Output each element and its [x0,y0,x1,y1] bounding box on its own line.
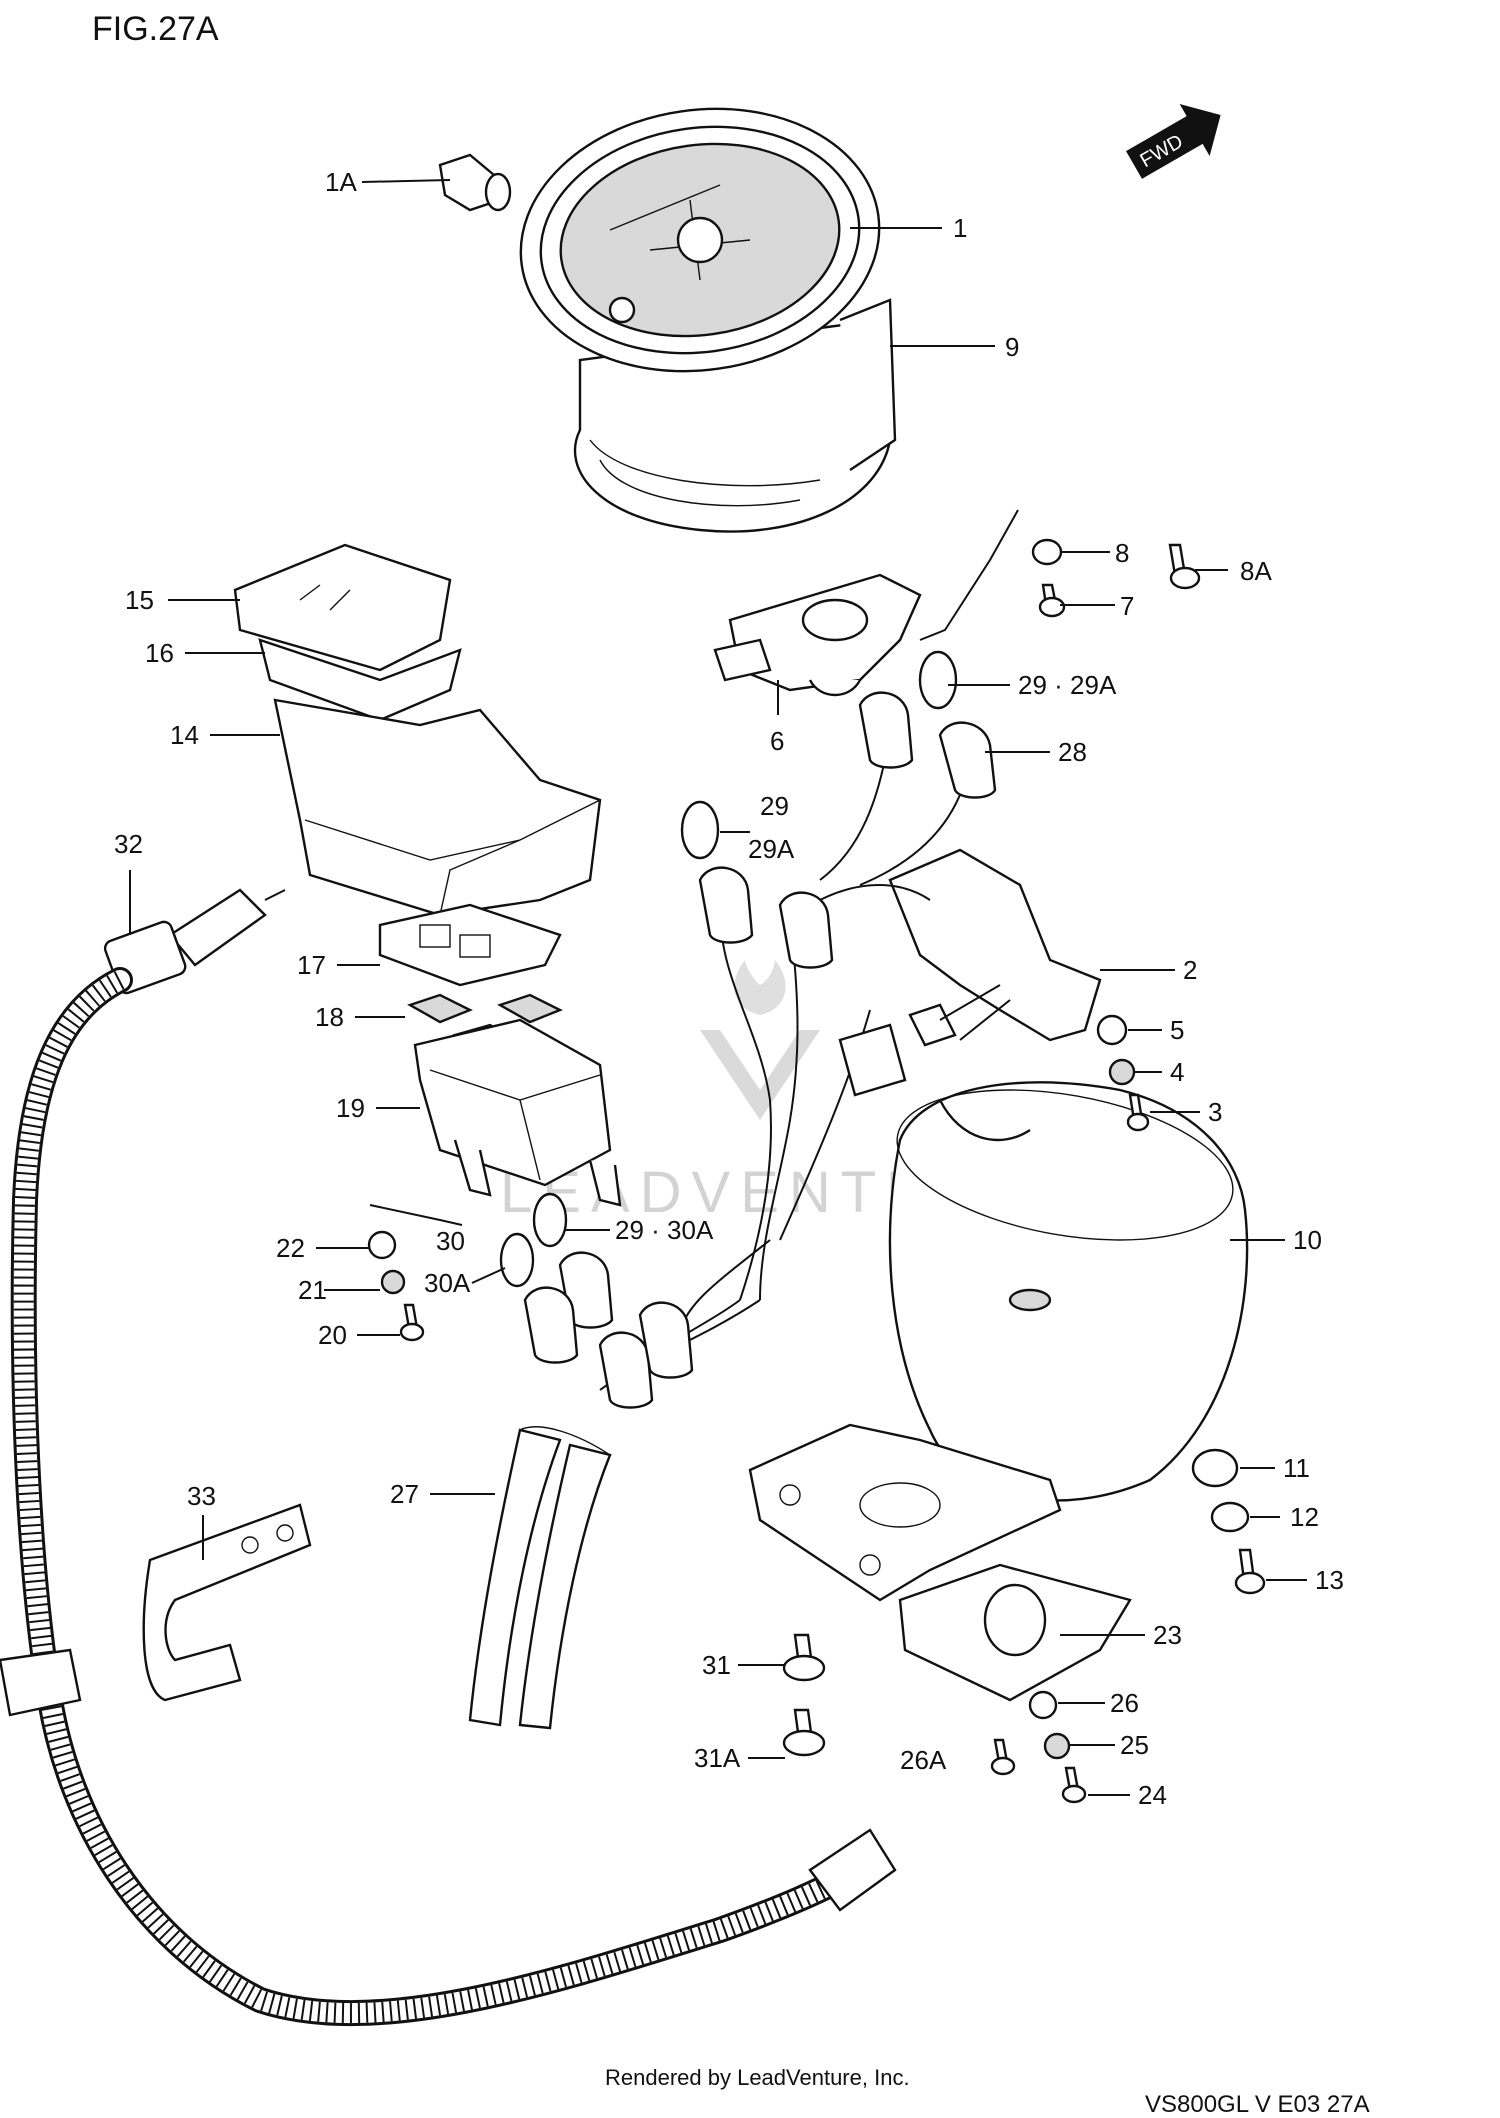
part-17-pad [378,903,562,987]
callout-14: 14 [170,720,199,750]
part-26-washer [1028,1690,1058,1720]
callout-11: 11 [1283,1453,1310,1483]
footer-credit: Rendered by LeadVenture, Inc. [605,2065,910,2090]
part-29-bulb-mid [680,800,720,860]
callout-10: 10 [1293,1225,1322,1255]
part-lower-sockets [523,1251,694,1409]
callout-20: 20 [318,1320,347,1350]
callout-29a-mid: 29A [748,834,795,864]
part-14-housing [273,698,602,917]
callout-4: 4 [1170,1057,1184,1087]
part-bracket-plate [748,1423,1062,1602]
part-3-screw [1126,1093,1150,1132]
callout-1a: 1A [325,167,357,197]
part-26a-screw [990,1738,1016,1776]
part-10-case [888,1081,1249,1502]
part-5-washer [1096,1014,1128,1046]
callout-labels: 1A 1 9 8 8A 7 15 16 14 6 29 · 29A 28 29 … [114,167,1344,1810]
callout-31a: 31A [694,1743,741,1773]
part-24-screw [1061,1766,1087,1804]
callout-17: 17 [297,950,326,980]
part-29-30a-bulbs [499,1192,568,1288]
callout-26: 26 [1110,1688,1139,1718]
callout-1: 1 [953,213,967,243]
callout-30: 30 [436,1226,465,1256]
callout-31: 31 [702,1650,731,1680]
callout-30a: 30A [424,1268,471,1298]
part-12-washer [1210,1501,1250,1533]
part-22-washer [367,1230,397,1260]
part-13-bolt [1234,1548,1266,1595]
callout-8a: 8A [1240,556,1272,586]
callout-3: 3 [1208,1097,1222,1127]
callout-16: 16 [145,638,174,668]
part-8a-bolt [1168,543,1201,590]
callout-2: 2 [1183,955,1197,985]
leader-lines [129,179,1307,1796]
figure-title: FIG.27A [92,10,219,48]
part-4-washer [1108,1058,1136,1086]
callout-15: 15 [125,585,154,615]
part-29-bulb-top [918,650,958,710]
part-20-screw [399,1303,425,1342]
callout-21: 21 [298,1275,327,1305]
callout-29-30a: 29 · 30A [615,1215,714,1245]
callout-23: 23 [1153,1620,1182,1650]
callout-12: 12 [1290,1502,1319,1532]
callout-18: 18 [315,1002,344,1032]
callout-25: 25 [1120,1730,1149,1760]
part-27-sleeves [468,1426,612,1730]
callout-8: 8 [1115,538,1129,568]
part-8-nut [1031,538,1063,566]
fwd-arrow-icon: FWD [1126,104,1221,179]
callout-6: 6 [770,726,784,756]
part-23-bracket [898,1563,1132,1702]
part-11-nut [1191,1448,1239,1488]
part-16-gasket [258,638,462,722]
callout-28: 28 [1058,737,1087,767]
callout-29-29a-top: 29 · 29A [1018,670,1117,700]
callout-19: 19 [336,1093,365,1123]
callout-22: 22 [276,1233,305,1263]
callout-29-mid: 29 [760,791,789,821]
part-connector [838,1023,907,1097]
part-socket-b [698,866,834,969]
part-6-switch [713,573,922,697]
callout-24: 24 [1138,1780,1167,1810]
part-7-screw [1038,583,1066,618]
callout-7: 7 [1120,591,1134,621]
part-25-washer [1043,1732,1071,1760]
callout-9: 9 [1005,332,1019,362]
callout-27: 27 [390,1479,419,1509]
part-2-relay [819,848,1102,1047]
part-32-cable [0,888,897,2027]
callout-26a: 26A [900,1745,947,1775]
callout-33: 33 [187,1481,216,1511]
part-33-clip [142,1503,312,1702]
part-socket-a [858,691,914,769]
part-1a-bulb [438,153,512,212]
callout-13: 13 [1315,1565,1344,1595]
part-21-washer [380,1269,406,1295]
callout-32: 32 [114,829,143,859]
part-31-bolt [782,1633,826,1682]
page-code: VS800GL V E03 27A [1145,2091,1370,2118]
callout-5: 5 [1170,1015,1184,1045]
part-19-switch-body [413,1018,622,1207]
part-28-socket [938,721,997,799]
part-15-cover [233,543,452,672]
part-1-speedometer [519,107,897,533]
part-31a-bolt [782,1708,826,1757]
